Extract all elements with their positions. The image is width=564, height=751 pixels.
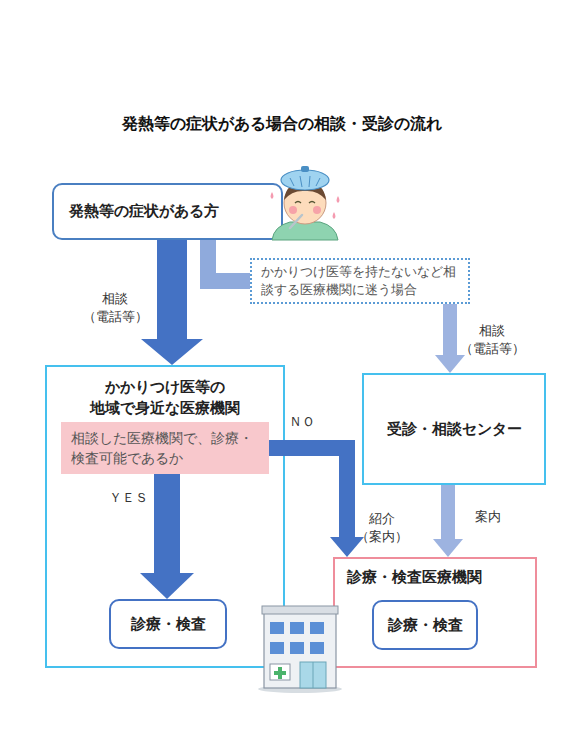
process-box: 診療・検査 xyxy=(372,600,478,650)
arrow-shaft xyxy=(154,474,180,574)
arrow-head xyxy=(435,355,465,373)
ice-bag xyxy=(281,170,329,190)
note-label: 紹介 （案内） xyxy=(352,510,412,545)
building-door xyxy=(300,662,326,688)
person-face xyxy=(284,182,326,224)
ice-bag-lines xyxy=(290,176,320,187)
arrow-connector xyxy=(269,448,364,557)
ice-bag-cap xyxy=(301,166,309,172)
arrow-shaft xyxy=(443,304,457,356)
door-line xyxy=(313,662,314,688)
building-window xyxy=(270,642,284,654)
node-text: 診療・検査 xyxy=(131,615,206,634)
building-sign xyxy=(270,664,290,680)
person-body xyxy=(272,222,338,240)
edge-label: ＮＯ xyxy=(277,413,327,431)
node-text: 発熱等の症状がある方 xyxy=(69,202,219,221)
arrow-head xyxy=(141,339,203,365)
arrow-connector xyxy=(208,240,250,281)
building-window xyxy=(290,642,304,654)
node-text: かかりつけ医等の 地域で身近な医療機関 xyxy=(51,377,279,419)
title: 発熱等の症状がある場合の相談・受診の流れ xyxy=(0,114,564,135)
building-window xyxy=(310,642,324,654)
group-box: 診療・検査医療機関診療・検査 xyxy=(333,557,537,668)
sweat-drops xyxy=(271,192,340,219)
building-window xyxy=(270,622,284,634)
node-text: 診療・検査医療機関 xyxy=(347,568,523,587)
thermometer xyxy=(290,215,302,228)
person-cheek xyxy=(313,206,321,214)
arrow-connector xyxy=(435,304,465,373)
arrow-head xyxy=(433,539,463,557)
arrow-head xyxy=(140,573,194,599)
building-window xyxy=(310,622,324,634)
edge-label: 案内 xyxy=(463,508,513,526)
edge-label: 相談 （電話等） xyxy=(79,290,151,325)
building-shadow xyxy=(258,685,342,693)
arrow-connector xyxy=(433,485,463,557)
start-box: 発熱等の症状がある方 xyxy=(52,183,283,240)
arrow-shaft xyxy=(157,240,187,340)
hospital-cross xyxy=(274,667,286,679)
arrow-shaft xyxy=(269,448,347,538)
building-body xyxy=(264,612,336,688)
node-text: 診療・検査 xyxy=(388,616,463,635)
center-box: 受診・相談センター xyxy=(362,373,546,485)
arrow-shaft xyxy=(208,240,250,281)
person-illustration xyxy=(271,166,340,240)
decision-box: 相談した医療機関で、診療・検査可能であるか xyxy=(61,422,269,474)
process-box: 診療・検査 xyxy=(109,599,227,649)
arrow-connector xyxy=(141,240,203,365)
arrow-shaft xyxy=(441,485,455,540)
hospital-illustration xyxy=(258,606,342,693)
condition-box: かかりつけ医等を持たないなど相談する医療機関に迷う場合 xyxy=(250,258,470,304)
node-text: かかりつけ医等を持たないなど相談する医療機関に迷う場合 xyxy=(261,263,459,298)
edge-label: ＹＥＳ xyxy=(98,489,158,507)
person-eyes xyxy=(295,202,315,204)
arrow-connector xyxy=(140,474,194,599)
person-cheek xyxy=(289,206,297,214)
building-roof xyxy=(262,606,338,614)
node-text: 受診・相談センター xyxy=(387,420,522,439)
edge-label: 相談 （電話等） xyxy=(456,322,528,357)
node-text: 相談した医療機関で、診療・検査可能であるか xyxy=(71,428,259,469)
building-window xyxy=(290,622,304,634)
person-hair xyxy=(284,181,326,200)
